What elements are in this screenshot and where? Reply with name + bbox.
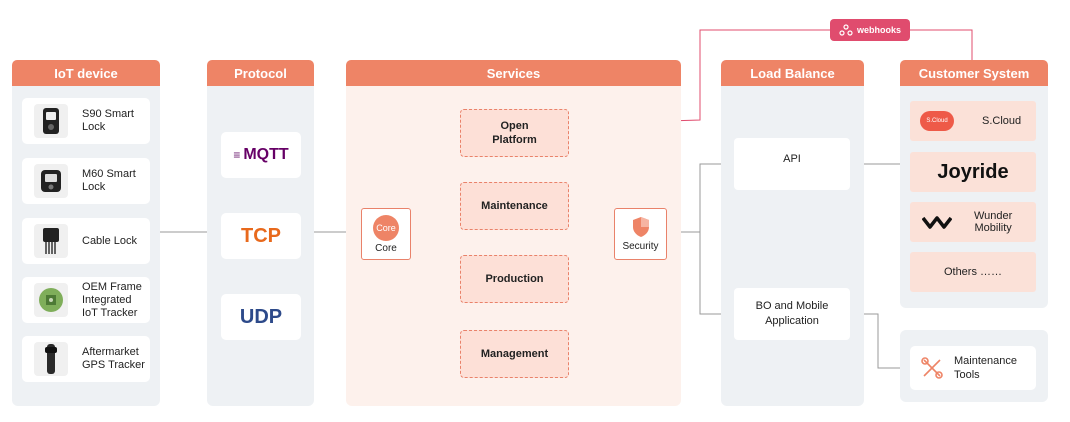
protocol-tcp[interactable]: TCP — [221, 213, 301, 259]
core-node[interactable]: Core Core — [361, 208, 411, 260]
device-label: Cable Lock — [82, 234, 138, 247]
device-card-s90[interactable]: S90 Smart Lock — [22, 98, 150, 144]
device-card-oem-tracker[interactable]: OEM Frame Integrated IoT Tracker — [22, 277, 150, 323]
service-production[interactable]: Production — [460, 255, 569, 303]
core-icon: Core — [373, 214, 399, 241]
tools-icon — [921, 357, 943, 379]
device-card-gps-tracker[interactable]: Aftermarket GPS Tracker — [22, 336, 150, 382]
customer-joyride[interactable]: Joyride — [910, 152, 1036, 192]
protocol-udp[interactable]: UDP — [221, 294, 301, 340]
device-label: M60 Smart Lock — [82, 168, 136, 193]
cloud-icon: S.Cloud — [920, 111, 954, 131]
service-management[interactable]: Management — [460, 330, 569, 378]
joyride-logo: Joyride — [937, 160, 1009, 183]
security-label: Security — [622, 241, 659, 252]
customer-scloud[interactable]: S.Cloud S.Cloud — [910, 101, 1036, 141]
wunder-logo-icon — [922, 216, 952, 229]
customer-wunder[interactable]: Wunder Mobility — [910, 202, 1036, 242]
webhook-icon — [839, 24, 853, 36]
shield-icon — [632, 217, 649, 237]
service-maintenance[interactable]: Maintenance — [460, 182, 569, 230]
device-card-m60[interactable]: M60 Smart Lock — [22, 158, 150, 204]
protocol-header: Protocol — [207, 60, 314, 86]
security-node[interactable]: Security — [614, 208, 667, 260]
tracker-board-icon — [34, 283, 68, 317]
protocol-udp-label: UDP — [239, 305, 283, 328]
device-label: OEM Frame Integrated IoT Tracker — [82, 280, 142, 319]
customer-others[interactable]: Others …… — [910, 252, 1036, 292]
load-balance-column — [721, 60, 864, 406]
service-open-platform[interactable]: Open Platform — [460, 109, 569, 157]
cable-lock-icon — [34, 224, 68, 258]
maintenance-tools-label: Maintenance Tools — [954, 355, 1017, 381]
customer-scloud-label: S.Cloud — [982, 115, 1022, 127]
device-card-cable-lock[interactable]: Cable Lock — [22, 218, 150, 264]
protocol-mqtt-label: MQTT — [243, 146, 289, 163]
device-label: Aftermarket GPS Tracker — [82, 346, 145, 371]
iot-device-header: IoT device — [12, 60, 160, 86]
lb-bo-mobile[interactable]: BO and Mobile Application — [734, 288, 850, 340]
device-label: S90 Smart Lock — [82, 108, 134, 133]
protocol-mqtt[interactable]: ≡ MQTT — [221, 132, 301, 178]
load-balance-header: Load Balance — [721, 60, 864, 86]
mqtt-logo-icon: ≡ — [233, 148, 241, 162]
customer-system-header: Customer System — [900, 60, 1048, 86]
gps-tracker-icon — [34, 342, 68, 376]
webhooks-label: webhooks — [856, 25, 901, 35]
customer-wunder-label: Wunder Mobility — [974, 210, 1013, 234]
smart-lock-icon — [34, 104, 68, 138]
smart-lock-icon — [34, 164, 68, 198]
maintenance-tools-card[interactable]: Maintenance Tools — [910, 346, 1036, 390]
lb-api[interactable]: API — [734, 138, 850, 190]
core-label: Core — [375, 242, 397, 254]
services-header: Services — [346, 60, 681, 86]
webhooks-badge: webhooks — [830, 19, 910, 41]
protocol-tcp-label: TCP — [241, 224, 281, 247]
